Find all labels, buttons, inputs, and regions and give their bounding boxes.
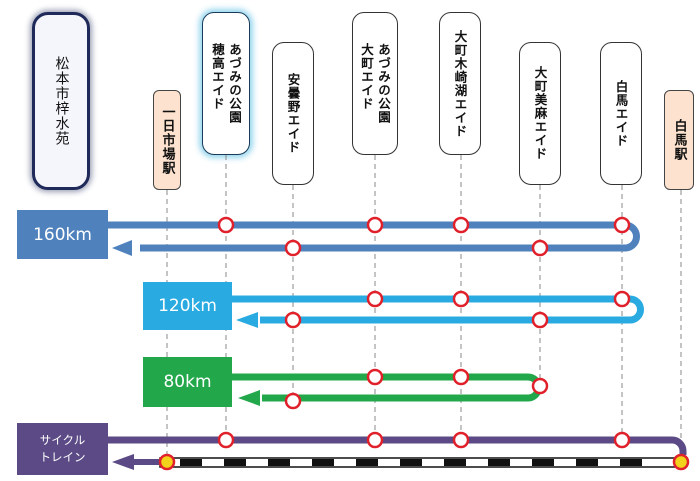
stop-cycle-hakuba (613, 431, 631, 449)
cycle-train-line (108, 436, 687, 455)
station-hakuba: 白馬駅 (664, 90, 694, 190)
stop-cycle-omachi (366, 431, 384, 449)
route-120-line (232, 295, 644, 324)
rail-stop-ichinichi (158, 453, 176, 471)
railway-ties (180, 459, 642, 466)
station-label: あづみの公園 大町エイド (359, 43, 391, 124)
station-label: 安曇野エイド (285, 73, 301, 154)
stop-120-azumino (284, 311, 302, 329)
route-80-label-box (143, 357, 232, 407)
stop-markers (217, 216, 631, 449)
route-80-arrowhead (238, 390, 260, 406)
cycle-train-label-box (17, 423, 108, 475)
stop-160-hakuba (613, 216, 631, 234)
stop-80-kizakiko (452, 368, 470, 386)
station-ichinichi-ichiba: 一日市場駅 (153, 90, 181, 190)
cycle-train-arrowhead (112, 454, 134, 470)
station-label: 大町美麻エイド (532, 66, 548, 161)
aid-station-hakuba: 白馬エイド (600, 42, 642, 185)
route-160-arrowhead (112, 240, 132, 256)
stop-80-azumino (284, 392, 302, 410)
route-160-label-box (17, 210, 108, 259)
route-160km-text: 160km (33, 224, 92, 245)
route-80km-label: 80km (143, 357, 232, 407)
station-label: 白馬エイド (613, 79, 629, 148)
route-120km (143, 282, 644, 330)
station-label: 松本市梓水苑 (53, 56, 70, 146)
route-120-label-box (143, 282, 232, 330)
aid-station-kizakiko: 大町木崎湖エイド (439, 12, 481, 155)
station-label: 白馬駅 (671, 119, 687, 161)
route-160km-label: 160km (17, 210, 108, 259)
station-label: 大町木崎湖エイド (452, 29, 468, 138)
stop-80-asa (531, 377, 549, 395)
aid-station-omachi-asa: 大町美麻エイド (519, 42, 561, 185)
aid-station-azumino: 安曇野エイド (272, 42, 314, 185)
rail-stop-hakuba (672, 453, 690, 471)
cycle-train-text-1: サイクル (39, 433, 86, 447)
guide-lines (166, 155, 682, 462)
start-point-matsumoto: 松本市梓水苑 (32, 12, 90, 190)
stop-160-asa (531, 239, 549, 257)
route-120-arrowhead (236, 312, 258, 328)
route-80-line (232, 373, 542, 402)
stop-160-kizakiko (452, 216, 470, 234)
route-80km-text: 80km (163, 372, 212, 392)
route-cycle-train (17, 423, 687, 475)
stop-120-hakuba (613, 290, 631, 308)
stop-160-omachi (366, 216, 384, 234)
stop-160-hotaka (217, 216, 235, 234)
stop-120-kizakiko (452, 290, 470, 308)
aid-station-azumino-hotaka: あづみの公園 穂高エイド (202, 12, 250, 155)
stop-80-omachi (366, 368, 384, 386)
aid-station-azumino-omachi: あづみの公園 大町エイド (352, 12, 398, 155)
rail-stop-markers (158, 453, 690, 471)
cycle-train-label: サイクル トレイン (17, 423, 108, 475)
stop-cycle-kizakiko (452, 431, 470, 449)
cycle-train-text-2: トレイン (39, 450, 86, 464)
stop-cycle-hotaka (217, 431, 235, 449)
route-120km-text: 120km (158, 296, 217, 316)
stop-160-azumino (284, 239, 302, 257)
route-120km-label: 120km (143, 282, 232, 330)
station-label: 一日市場駅 (159, 105, 175, 175)
stop-120-omachi (366, 290, 384, 308)
station-label: あづみの公園 穂高エイド (210, 43, 242, 124)
stop-120-asa (531, 311, 549, 329)
